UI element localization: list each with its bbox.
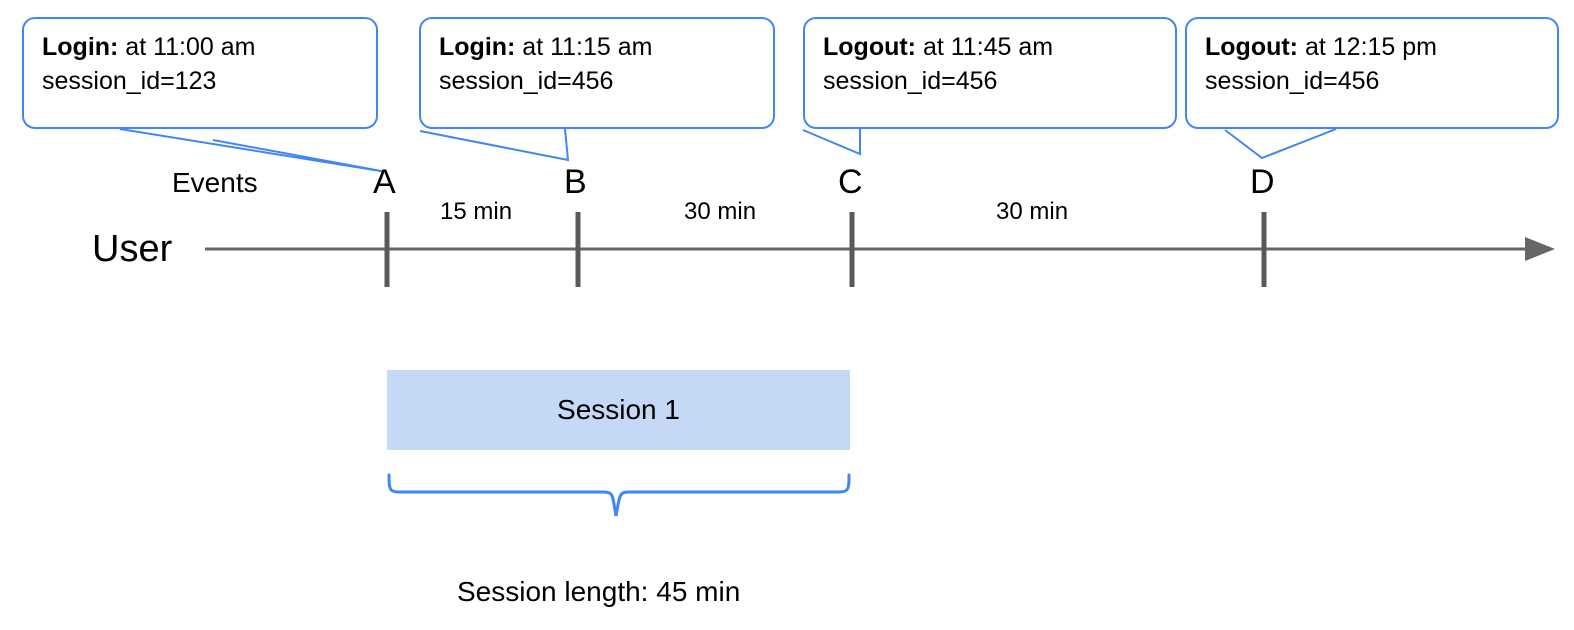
callout-event-time: at 12:15 pm — [1298, 33, 1437, 61]
callout-session-id: session_id=456 — [1205, 66, 1380, 95]
callout-event-time: at 11:00 am — [118, 33, 256, 61]
callout-logout-c: Logout: at 11:45 am session_id=456 — [803, 17, 1177, 129]
interval-label-c-d: 30 min — [996, 198, 1069, 225]
callout-line-1: Login: at 11:00 am — [42, 31, 360, 65]
callout-tail-a — [119, 128, 388, 173]
callout-session-id: session_id=456 — [823, 66, 998, 95]
callout-tail-d — [1224, 128, 1337, 160]
event-marker-label-b: B — [564, 163, 587, 201]
lane-label-user: User — [92, 228, 173, 270]
callout-event-type: Logout: — [823, 33, 917, 61]
callout-logout-d: Logout: at 12:15 pm session_id=456 — [1185, 17, 1559, 129]
interval-label-b-c: 30 min — [684, 198, 757, 225]
callout-login-b: Login: at 11:15 am session_id=456 — [419, 17, 775, 129]
session-bar-label: Session 1 — [557, 394, 680, 425]
callout-event-type: Logout: — [1205, 33, 1299, 61]
interval-label-a-b: 15 min — [440, 198, 513, 225]
event-marker-label-d: D — [1250, 163, 1275, 201]
callout-event-type: Login: — [439, 33, 516, 61]
callout-event-time: at 11:15 am — [515, 33, 653, 61]
lane-label-events: Events — [172, 167, 258, 198]
callout-event-time: at 11:45 am — [916, 33, 1054, 61]
callout-line-1: Logout: at 11:45 am — [823, 31, 1159, 65]
session-length-label: Session length: 45 min — [457, 576, 741, 607]
callout-event-type: Login: — [42, 33, 119, 61]
callout-session-id: session_id=456 — [439, 66, 614, 95]
callout-login-a: Login: at 11:00 am session_id=123 — [22, 17, 378, 129]
session-bar: Session 1 — [387, 370, 850, 450]
event-marker-label-c: C — [838, 163, 863, 201]
callout-line-1: Login: at 11:15 am — [439, 31, 757, 65]
callout-line-1: Logout: at 12:15 pm — [1205, 31, 1541, 65]
session-span-brace — [387, 473, 851, 517]
event-marker-label-a: A — [373, 163, 396, 201]
callout-tail-b — [419, 128, 570, 162]
callout-tail-c — [802, 129, 861, 156]
callout-session-id: session_id=123 — [42, 66, 217, 95]
